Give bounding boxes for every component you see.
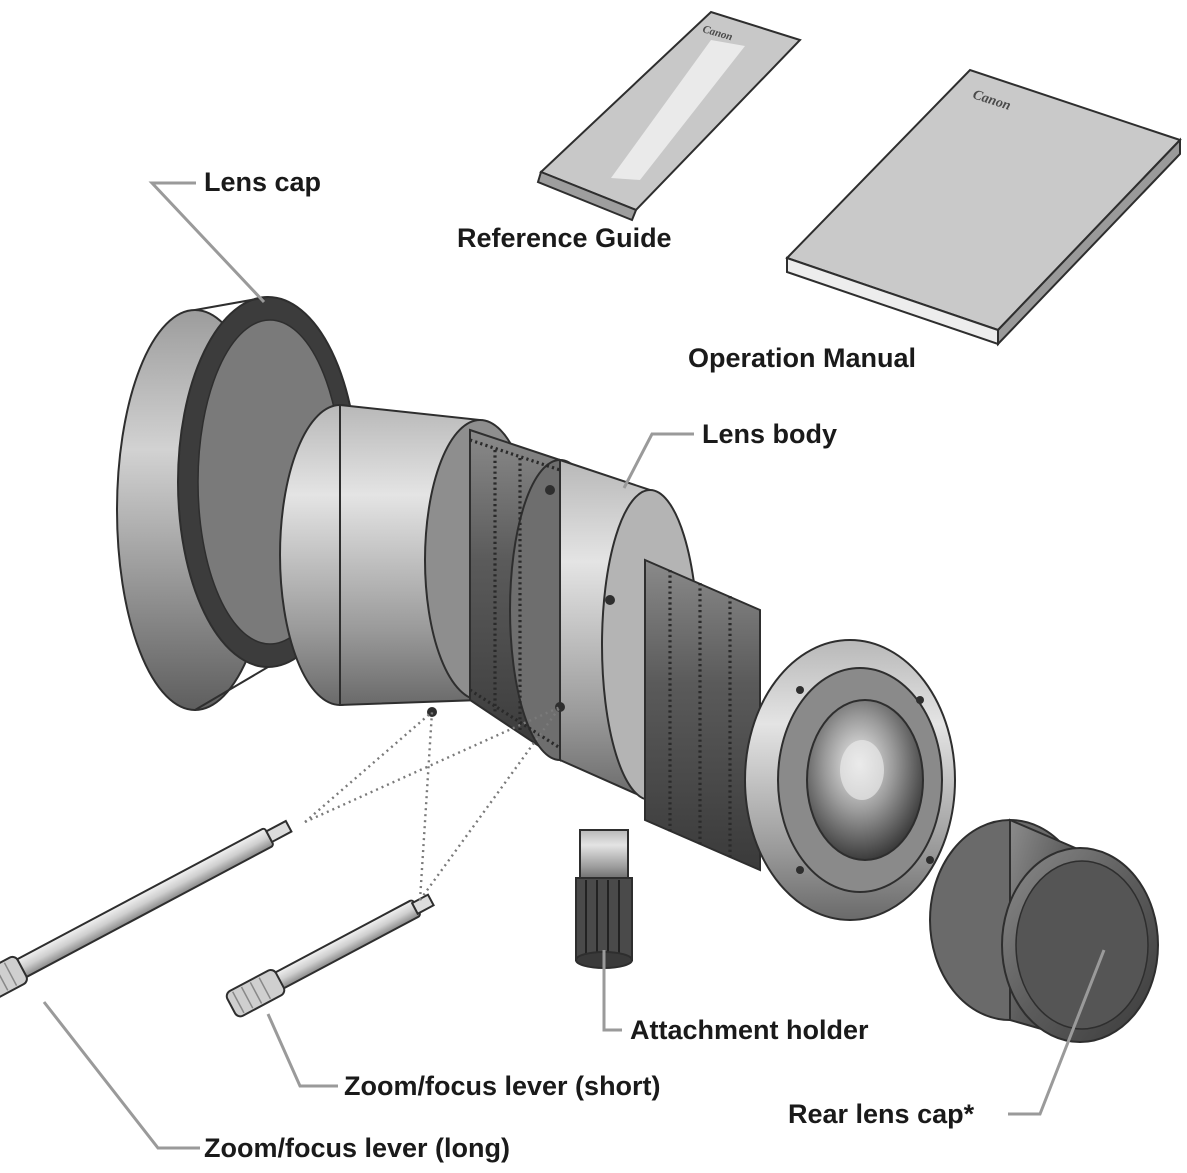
leader-lens-body: [622, 432, 694, 489]
leader-lens-cap: [148, 181, 266, 304]
label-rear-lens-cap: Rear lens cap*: [788, 1099, 975, 1129]
label-lever-long: Zoom/focus lever (long): [204, 1133, 511, 1163]
lever-short-shape: [225, 893, 435, 1018]
operation-manual-book: Canon: [785, 68, 1182, 347]
attachment-holder-shape: [575, 829, 633, 969]
reference-guide-booklet: Canon: [536, 10, 802, 222]
label-lens-cap: Lens cap: [204, 167, 322, 197]
label-operation-manual: Operation Manual: [688, 343, 917, 373]
label-attachment-holder: Attachment holder: [630, 1015, 869, 1045]
leader-lever-long: [42, 1001, 200, 1150]
lever-long-shape: [0, 819, 293, 1009]
leader-lines: [42, 181, 1106, 1150]
leader-rear-lens-cap: [1008, 949, 1106, 1116]
leader-lever-short: [266, 1013, 338, 1088]
lever-insertion-guides: [304, 705, 561, 901]
leader-attachment-holder: [602, 950, 622, 1032]
rear-lens-cap-shape: [929, 818, 1159, 1043]
label-reference-guide: Reference Guide: [457, 223, 672, 253]
label-lens-body: Lens body: [702, 419, 838, 449]
lens-barrel: [279, 403, 956, 921]
label-lever-short: Zoom/focus lever (short): [344, 1071, 661, 1101]
